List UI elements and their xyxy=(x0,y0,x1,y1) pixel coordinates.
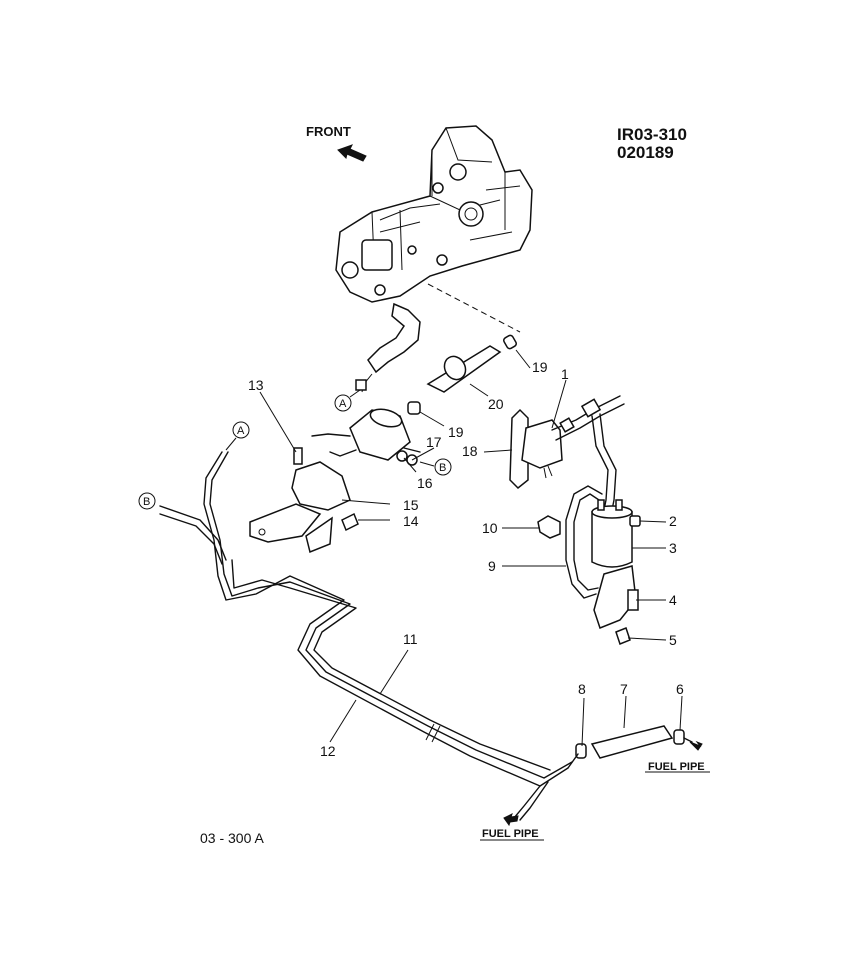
engine-fuel-hose xyxy=(355,302,421,393)
leader-lines xyxy=(259,379,683,747)
callout-12: 12 xyxy=(320,743,336,759)
part-18-bracket xyxy=(509,408,529,490)
part-16-fuel-filter xyxy=(311,408,421,461)
diagram-id: IR03-310 xyxy=(617,125,687,144)
engine-assembly xyxy=(335,125,533,303)
part-10-clip xyxy=(537,515,561,539)
svg-text:A: A xyxy=(237,425,245,437)
callout-1: 1 xyxy=(561,366,569,382)
callout-16: 16 xyxy=(417,475,433,491)
callout-7: 7 xyxy=(620,681,628,697)
part-19-lower-clamp xyxy=(407,401,421,415)
diagram-date-code: 020189 xyxy=(617,143,674,162)
callout-13: 13 xyxy=(248,377,264,393)
part-20-connector-hose xyxy=(426,345,502,393)
part-19-upper-clamp xyxy=(503,334,517,350)
callout-5: 5 xyxy=(669,632,677,648)
part-3-canister xyxy=(591,499,633,568)
callout-19-lower: 19 xyxy=(448,424,464,440)
callout-9: 9 xyxy=(488,558,496,574)
marker-a-upper: A xyxy=(334,394,352,412)
callout-3: 3 xyxy=(669,540,677,556)
callout-14: 14 xyxy=(403,513,419,529)
part-14-bolt xyxy=(341,512,359,532)
part-9-hose xyxy=(565,485,603,599)
callout-6: 6 xyxy=(676,681,684,697)
callout-19-upper: 19 xyxy=(532,359,548,375)
svg-text:B: B xyxy=(439,462,446,474)
fuel-pipe-caption-right: FUEL PIPE xyxy=(648,761,705,773)
part-7-hose xyxy=(590,725,674,759)
callout-18: 18 xyxy=(462,443,478,459)
part-5-bolt xyxy=(615,627,631,645)
callout-10: 10 xyxy=(482,520,498,536)
part-1-valve xyxy=(521,395,625,479)
fuel-pipe-lower-arrow-icon xyxy=(503,813,519,827)
part-4-canister-bracket xyxy=(593,565,639,629)
front-arrow-icon xyxy=(337,144,367,162)
callout-20: 20 xyxy=(488,396,504,412)
marker-a-left: A xyxy=(232,421,250,439)
fuel-pipe-caption-lower: FUEL PIPE xyxy=(482,828,539,840)
svg-text:A: A xyxy=(339,398,347,410)
part-2-bolt xyxy=(629,515,641,527)
footer-reference: 03 - 300 A xyxy=(200,830,264,846)
marker-b-left: B xyxy=(138,492,156,510)
part-11-12-fuel-lines xyxy=(159,451,573,821)
callout-17: 17 xyxy=(426,434,442,450)
callout-4: 4 xyxy=(669,592,677,608)
callout-15: 15 xyxy=(403,497,419,513)
marker-b-middle: B xyxy=(434,458,452,476)
callout-11: 11 xyxy=(403,631,418,647)
part-15-filter-bracket xyxy=(249,461,351,554)
svg-text:B: B xyxy=(143,496,150,508)
part-13-bolt xyxy=(293,447,303,465)
front-label: FRONT xyxy=(306,124,351,139)
fuel-pipe-right-arrow-icon xyxy=(689,740,703,751)
callout-8: 8 xyxy=(578,681,586,697)
part-6-clamp xyxy=(673,729,685,745)
callout-2: 2 xyxy=(669,513,677,529)
